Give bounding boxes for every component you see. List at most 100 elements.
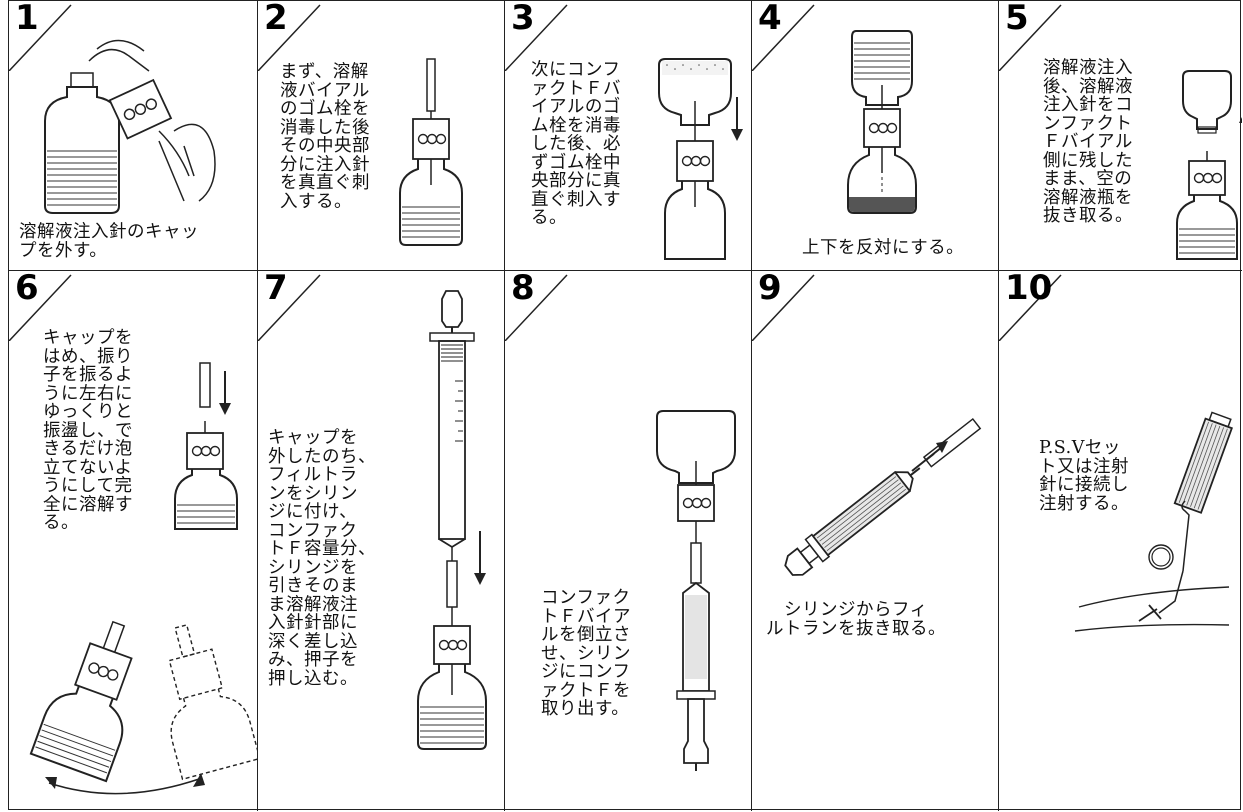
step-panel-7: 7 キャップを 外したのち、 フィルトラ ンをシリン ジに付け、 コンファク ト…	[258, 271, 505, 811]
text-line: 分に注入針	[280, 154, 370, 175]
text-line: る。	[43, 513, 79, 533]
text-line: うに左右に	[43, 383, 133, 404]
text-line: コンファク	[268, 520, 358, 541]
bottle-and-needle-cap-illustration	[44, 39, 216, 214]
corner-slash	[999, 4, 1062, 71]
text-line: ゆっくりと	[43, 402, 133, 422]
text-line: 後、溶解液	[1043, 76, 1133, 97]
text-line: み、押子を	[268, 650, 358, 670]
corner-slash	[752, 274, 815, 341]
text-line: ト又は注射	[1039, 456, 1129, 477]
text-line: イアルのゴ	[531, 97, 621, 117]
remove-empty-bottle-illustration	[1176, 70, 1242, 260]
step-number: 6	[15, 271, 39, 308]
text-line: 次にコンフ	[531, 60, 621, 80]
text-line: 外したのち、	[268, 446, 376, 467]
text-line: ム栓を消毒	[531, 115, 621, 136]
text-line: トＦ容量分、	[268, 539, 376, 559]
step-number: 3	[511, 1, 535, 38]
inverted-vial-withdraw-illustration	[656, 410, 736, 771]
step-instruction: 上下を反対にする。	[802, 239, 964, 258]
step-panel-2: 2 まず、溶解 液バイアル のゴム栓を 消毒した後 その中央部 分に注入針 を真…	[258, 1, 505, 271]
corner-slash	[999, 274, 1062, 341]
step-panel-9: 9 シリンジからフィ ルトランを抜き取る。	[752, 271, 999, 811]
step-instruction: 次にコンフ ァクトＦバ イアルのゴ ム栓を消毒 した後、必 ずゴム栓中 央部分に…	[531, 61, 621, 228]
text-line: トＦバイア	[541, 606, 631, 627]
step-instruction: 溶解液注入 後、溶解液 注入針をコ ンファクト Ｆバイアル 側に残した まま、空…	[1043, 59, 1133, 226]
step-instruction: 溶解液注入針のキャッ プを外す。	[19, 223, 199, 260]
corner-slash	[9, 274, 72, 341]
text-line: 入する。	[280, 191, 352, 212]
text-line: 立てないよ	[43, 457, 133, 478]
corner-slash	[752, 4, 815, 71]
text-line: 溶解液注入針のキャッ	[19, 222, 199, 242]
instruction-grid: 1 溶解液注入針のキャッ プを外す。 2 まず、溶解 液バイアル のゴム栓を 消	[8, 0, 1242, 811]
step-instruction: シリンジからフィ ルトランを抜き取る。	[766, 601, 946, 638]
text-line: キャップを	[43, 328, 133, 348]
text-line: ルを倒立さ	[541, 625, 631, 645]
text-line: シリンジを	[268, 557, 358, 578]
text-line: 振盪し、で	[43, 420, 133, 441]
text-line: ァクトＦを	[541, 680, 631, 701]
text-line: 溶解液注入	[1043, 58, 1133, 78]
text-line: を真直ぐ刺	[280, 173, 370, 193]
step-panel-4: 4 上下を反対にする。	[752, 1, 999, 271]
step-instruction: コンファク トＦバイア ルを倒立さ せ、シリン ジにコンフ ァクトＦを 取り出す…	[541, 589, 631, 719]
text-line: 子を振るよ	[43, 365, 133, 385]
step-panel-1: 1 溶解液注入針のキャッ プを外す。	[9, 1, 258, 271]
text-line: ァクトＦバ	[531, 78, 621, 99]
text-line: キャップを	[268, 428, 358, 448]
text-line: P.S.Vセッ	[1039, 438, 1121, 458]
step-number: 7	[264, 271, 288, 308]
corner-slash	[258, 274, 321, 341]
text-line: 全に溶解す	[43, 494, 133, 515]
step-number: 9	[758, 271, 782, 308]
text-line: まま、空の	[1043, 169, 1133, 189]
text-line: 押し込む。	[268, 668, 358, 689]
text-line: ま溶解液注	[268, 594, 358, 615]
text-line: 引きそのま	[268, 576, 358, 596]
step-panel-6: 6 キャップを はめ、振り 子を振るよ うに左右に ゆっくりと 振盪し、で きる…	[9, 271, 258, 811]
step-instruction: キャップを 外したのち、 フィルトラ ンをシリン ジに付け、 コンファク トＦ容…	[268, 429, 376, 688]
text-line: プを外す。	[19, 240, 108, 261]
step-panel-8: 8 コンファク トＦバイア ルを倒立さ せ、シリン ジにコンフ ァクトＦを 取り…	[505, 271, 752, 811]
step-number: 8	[511, 271, 535, 308]
text-line: はめ、振り	[43, 346, 133, 367]
inverted-vial-insertion-illustration	[658, 58, 743, 260]
step-number: 2	[264, 1, 288, 38]
text-line: 注射する。	[1039, 493, 1129, 514]
text-line: 液バイアル	[280, 80, 370, 101]
step-panel-5: 5 溶解液注入 後、溶解液 注入針をコ ンファクト Ｆバイアル 側に残した まま…	[999, 1, 1242, 271]
detach-filter-illustration	[784, 417, 982, 576]
text-line: ジにコンフ	[541, 662, 631, 682]
text-line: 抜き取る。	[1043, 206, 1133, 226]
text-line: きるだけ泡	[43, 439, 133, 459]
text-line: る。	[531, 208, 567, 228]
text-line: 上下を反対にする。	[802, 238, 965, 258]
corner-slash	[9, 4, 72, 71]
text-line: のゴム栓を	[280, 99, 370, 119]
needle-into-vial-illustration	[399, 58, 463, 246]
swirl-vial-illustration	[29, 362, 257, 795]
text-line: ルトランを抜き取る。	[766, 618, 946, 639]
text-line: 深く差し込	[268, 631, 358, 652]
text-line: 側に残した	[1043, 150, 1133, 171]
corner-slash	[505, 274, 568, 341]
text-line: 溶解液瓶を	[1043, 187, 1133, 208]
corner-slash	[258, 4, 321, 71]
step-instruction: キャップを はめ、振り 子を振るよ うに左右に ゆっくりと 振盪し、で きるだけ…	[43, 329, 133, 533]
text-line: 央部分に真	[531, 171, 621, 191]
text-line: した後、必	[531, 134, 621, 154]
text-line: フィルトラ	[268, 465, 358, 485]
flip-assembly-illustration	[847, 30, 917, 214]
text-line: コンファク	[541, 588, 631, 608]
syringe-into-vial-illustration	[417, 290, 487, 750]
text-line: 注入針をコ	[1043, 95, 1133, 115]
corner-slash	[505, 4, 568, 71]
text-line: Ｆバイアル	[1043, 132, 1133, 152]
step-number: 1	[15, 1, 39, 38]
text-line: ずゴム栓中	[531, 152, 621, 173]
step-panel-3: 3 次にコンフ ァクトＦバ イアルのゴ ム栓を消毒 した後、必 ずゴム栓中 央部…	[505, 1, 752, 271]
text-line: ジに付け、	[268, 502, 358, 522]
step-instruction: まず、溶解 液バイアル のゴム栓を 消毒した後 その中央部 分に注入針 を真直ぐ…	[280, 63, 370, 211]
